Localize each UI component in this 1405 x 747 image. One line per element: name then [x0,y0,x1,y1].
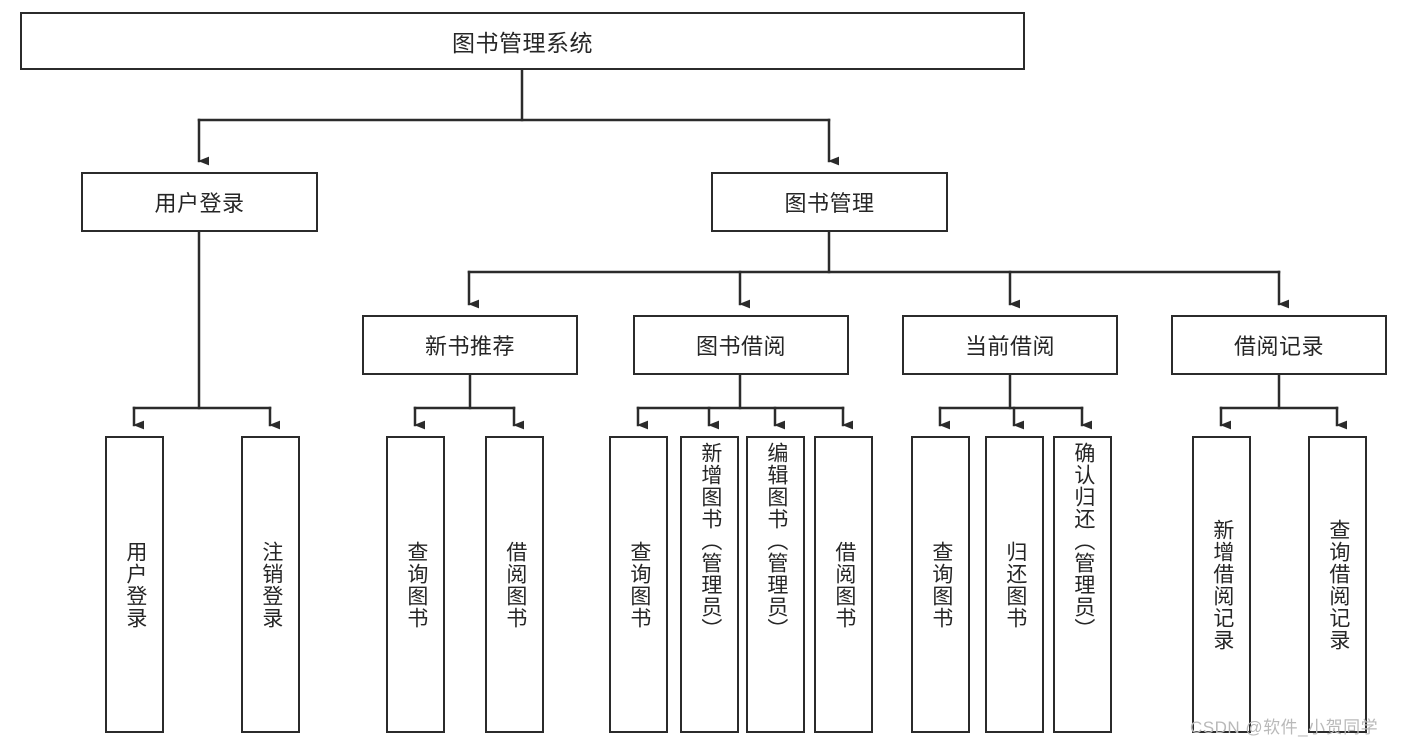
node-label: 图书借阅 [695,334,786,359]
node-label: 归还图书 [1003,540,1027,629]
node-label: 借阅记录 [1233,334,1324,359]
node-new-book-recommend[interactable]: 新书推荐 [362,315,578,375]
node-label: 确认归还（管理员） [1071,442,1095,640]
leaf-query-book-current[interactable]: 查询图书 [911,436,970,733]
leaf-add-book-admin[interactable]: 新增图书（管理员） [680,436,739,733]
node-root[interactable]: 图书管理系统 [20,12,1025,70]
leaf-confirm-return-admin[interactable]: 确认归还（管理员） [1053,436,1112,733]
node-label: 查询图书 [929,540,953,629]
leaf-return-book[interactable]: 归还图书 [985,436,1044,733]
node-label: 借阅图书 [832,540,856,629]
node-label: 用户登录 [123,540,147,629]
leaf-edit-book-admin[interactable]: 编辑图书（管理员） [746,436,805,733]
node-book-management[interactable]: 图书管理 [711,172,948,232]
leaf-query-borrow-record[interactable]: 查询借阅记录 [1308,436,1367,733]
node-current-borrow[interactable]: 当前借阅 [902,315,1118,375]
leaf-add-borrow-record[interactable]: 新增借阅记录 [1192,436,1251,733]
csdn-watermark: CSDN @软件_小贺同学 [1190,718,1379,737]
leaf-borrow-book-recommend[interactable]: 借阅图书 [485,436,544,733]
node-label: 图书管理 [784,191,875,216]
leaf-user-login[interactable]: 用户登录 [105,436,164,733]
node-label: 当前借阅 [964,334,1055,359]
node-label: 图书管理系统 [452,30,593,56]
node-label: 查询图书 [627,540,651,629]
node-book-borrow[interactable]: 图书借阅 [633,315,849,375]
leaf-logout[interactable]: 注销登录 [241,436,300,733]
node-label: 编辑图书（管理员） [764,442,788,640]
node-label: 借阅图书 [503,540,527,629]
node-borrow-record[interactable]: 借阅记录 [1171,315,1387,375]
leaf-query-book-recommend[interactable]: 查询图书 [386,436,445,733]
leaf-query-book-borrow[interactable]: 查询图书 [609,436,668,733]
node-label: 新增图书（管理员） [698,442,722,640]
node-user-login[interactable]: 用户登录 [81,172,318,232]
node-label: 新增借阅记录 [1210,518,1234,651]
node-label: 用户登录 [154,191,245,216]
node-label: 查询借阅记录 [1326,518,1350,651]
node-label: 查询图书 [404,540,428,629]
leaf-borrow-book[interactable]: 借阅图书 [814,436,873,733]
node-label: 新书推荐 [424,334,515,359]
node-label: 注销登录 [259,540,283,629]
